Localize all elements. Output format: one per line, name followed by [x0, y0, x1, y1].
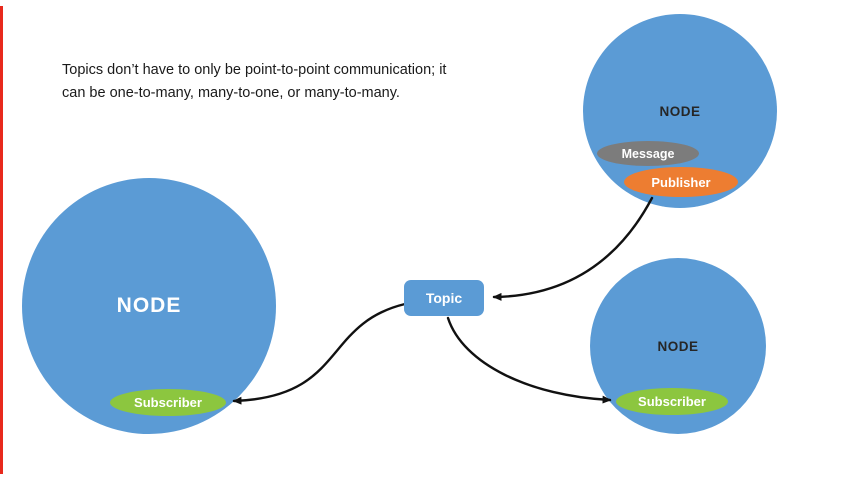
node-left-label: NODE: [116, 294, 182, 317]
publisher-badge-label: Publisher: [651, 174, 711, 190]
node-top-right-label: NODE: [659, 103, 701, 119]
publisher-badge: Publisher: [624, 167, 738, 197]
node-bottom-right-label: NODE: [657, 338, 699, 354]
message-badge-label: Message: [621, 146, 675, 161]
description-line-2: can be one-to-many, many-to-one, or many…: [62, 85, 400, 102]
subscriber-badge-left-label: Subscriber: [134, 395, 202, 410]
topic-box: Topic: [404, 280, 484, 316]
message-badge: Message: [597, 141, 699, 166]
topic-label: Topic: [425, 290, 463, 306]
arrow-topic-to-bottom-right-subscriber: [446, 316, 612, 404]
subscriber-badge-left: Subscriber: [110, 389, 226, 416]
slide-description: Topics don’t have to only be point-to-po…: [62, 59, 502, 105]
subscriber-badge-bottom-right-label: Subscriber: [638, 394, 706, 409]
left-red-accent-line: [0, 6, 3, 474]
description-line-1: Topics don’t have to only be point-to-po…: [62, 62, 447, 78]
subscriber-badge-bottom-right: Subscriber: [616, 388, 728, 415]
